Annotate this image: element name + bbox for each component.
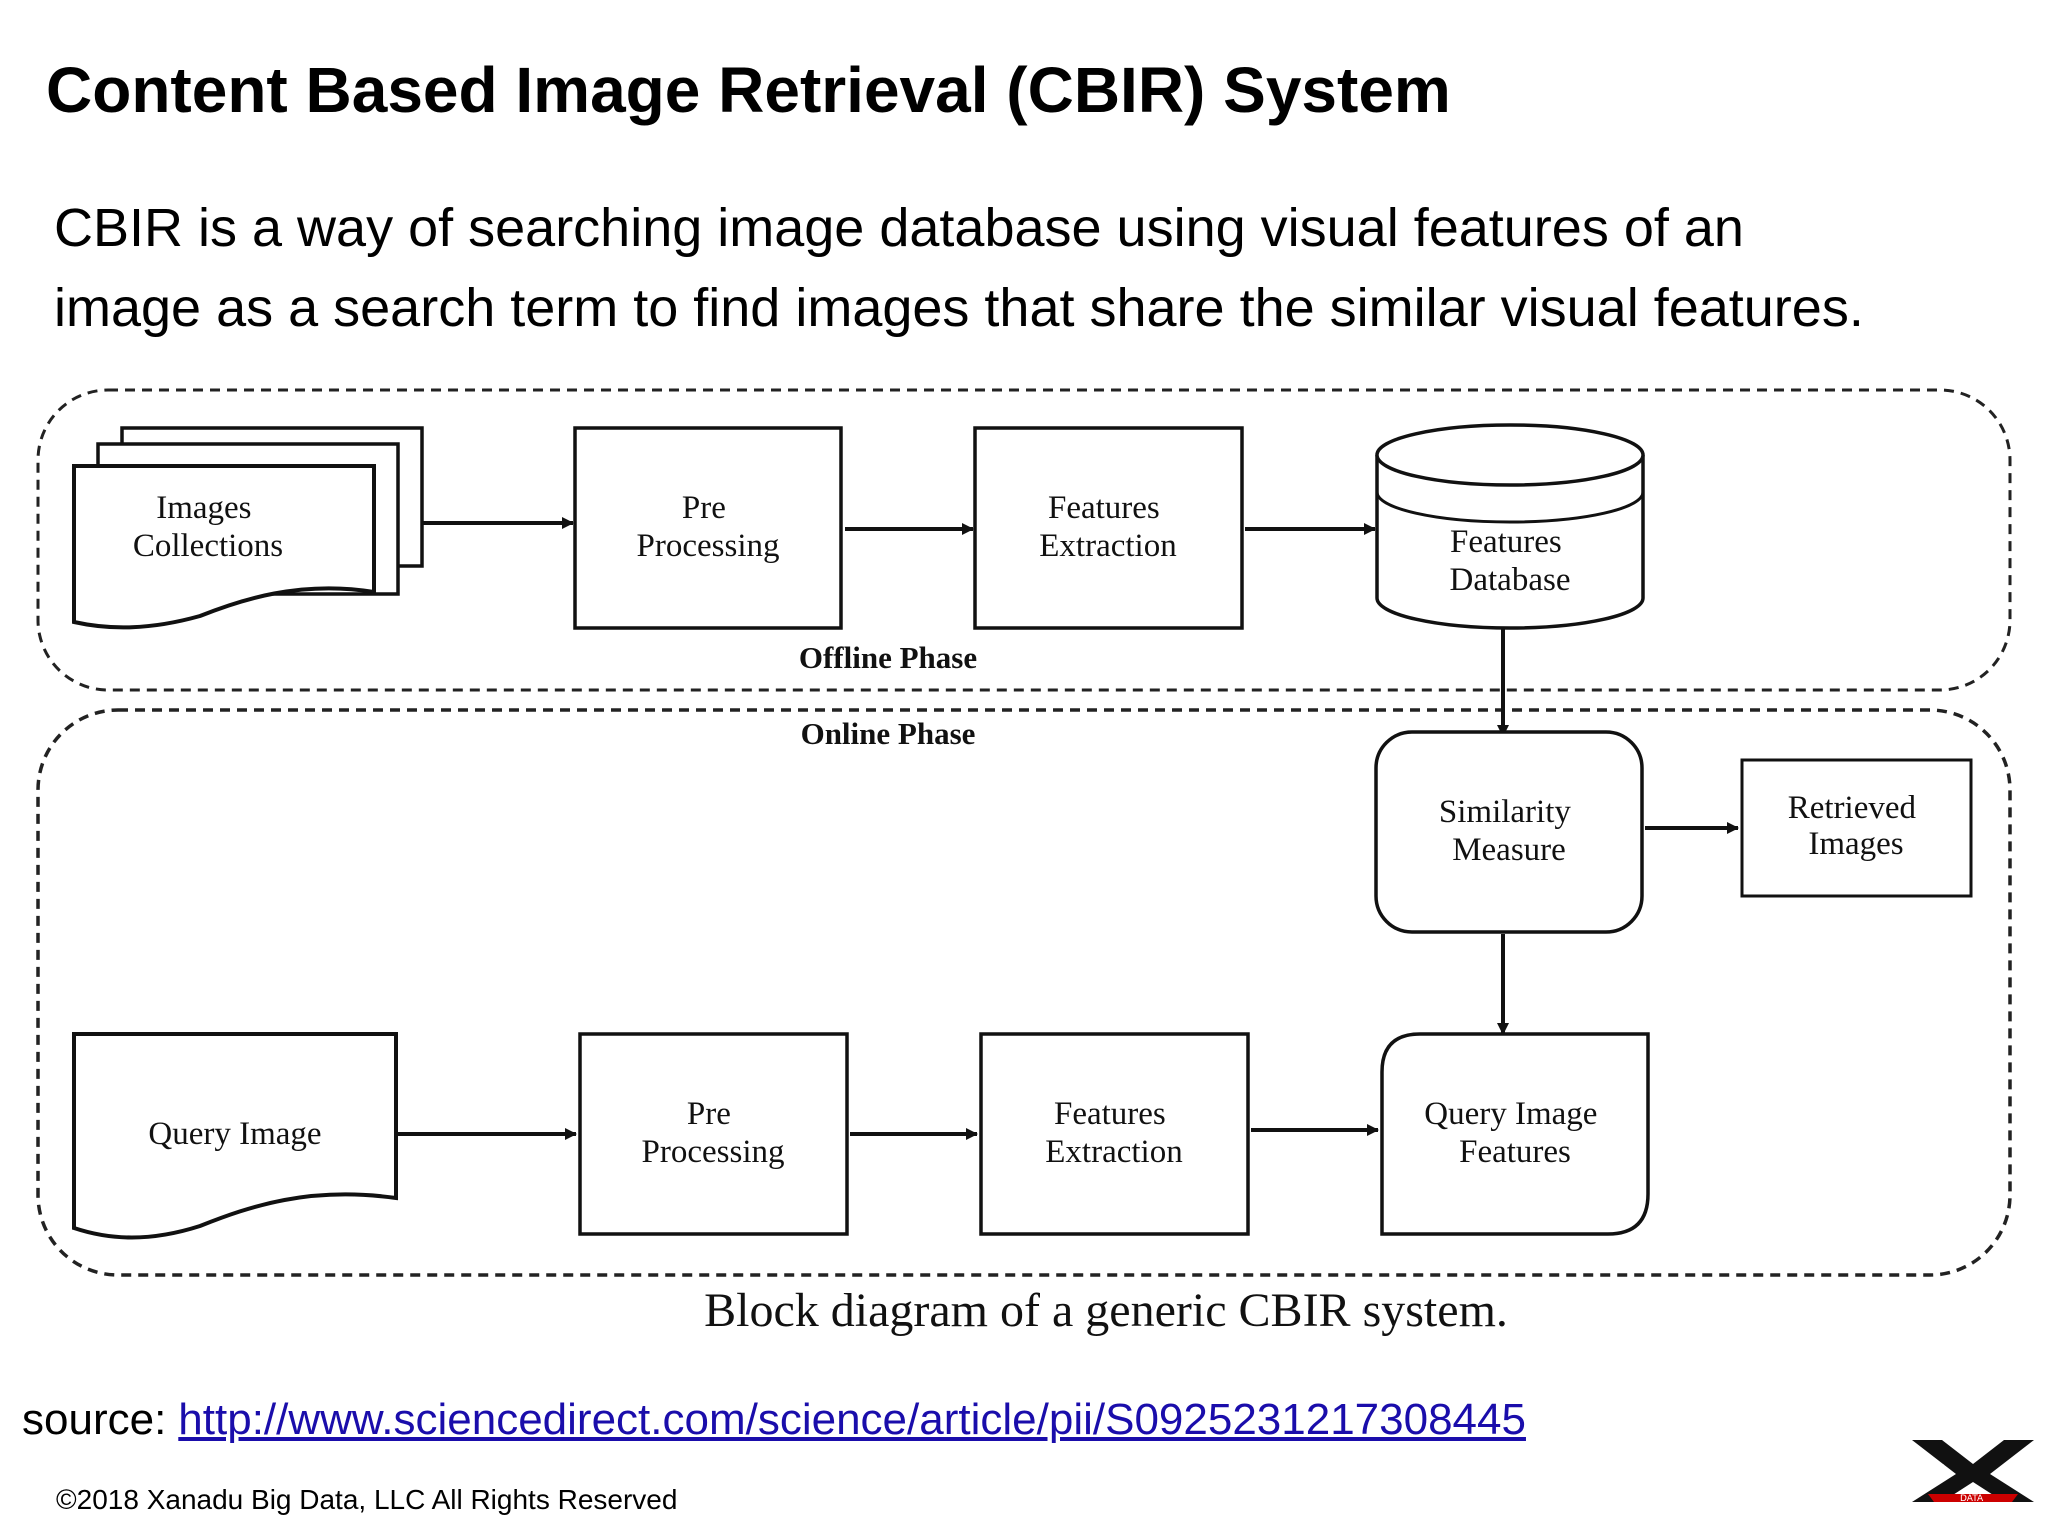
query-image-features-line-1: Query Image xyxy=(1424,1096,1597,1132)
intro-line-1: CBIR is a way of searching image databas… xyxy=(54,198,1744,258)
slide-title: Content Based Image Retrieval (CBIR) Sys… xyxy=(46,54,1451,126)
query-image-features-node: Query Image Features xyxy=(1380,1032,1650,1236)
svg-text:Pre Processing: Pre Processing xyxy=(637,490,780,564)
source-link[interactable]: http://www.sciencedirect.com/science/art… xyxy=(178,1395,1526,1444)
intro-line-2: image as a search term to find images th… xyxy=(54,278,1864,338)
retrieved-images-line-2: Images xyxy=(1808,826,1903,862)
svg-text:Features Extraction: Features Extraction xyxy=(1039,490,1176,564)
features-database-line-1: Features xyxy=(1450,524,1562,560)
retrieved-images-line-1: Retrieved xyxy=(1788,790,1917,826)
offline-phase-label: Offline Phase xyxy=(799,640,977,675)
logo-word-data: DATA xyxy=(1960,1494,1984,1504)
offline-features-extraction-line-2: Extraction xyxy=(1039,528,1176,564)
svg-text:Features Extraction: Features Extraction xyxy=(1045,1096,1182,1170)
svg-text:Images Collections: Images Collections xyxy=(133,490,283,564)
online-features-extraction-line-1: Features xyxy=(1054,1096,1166,1132)
online-pre-processing-line-2: Processing xyxy=(642,1134,785,1170)
diagram-caption: Block diagram of a generic CBIR system. xyxy=(704,1284,1508,1337)
svg-text:Features Database: Features Database xyxy=(1450,524,1571,598)
online-features-extraction-node: Features Extraction xyxy=(979,1032,1250,1236)
retrieved-images-node: Retrieved Images xyxy=(1740,758,1973,898)
images-collections-line-2: Collections xyxy=(133,528,283,564)
intro-paragraph: CBIR is a way of searching image databas… xyxy=(54,188,2014,348)
offline-phase-region xyxy=(36,388,2012,692)
svg-text:Pre Processing: Pre Processing xyxy=(642,1096,785,1170)
query-image-node: Query Image xyxy=(72,1032,398,1240)
features-database-node: Features Database xyxy=(1375,423,1645,630)
logo-letter-i: I xyxy=(1970,1448,1973,1461)
offline-pre-processing-line-2: Processing xyxy=(637,528,780,564)
source-line: source:http://www.sciencedirect.com/scie… xyxy=(22,1392,1526,1448)
similarity-measure-node: Similarity Measure xyxy=(1374,730,1644,934)
similarity-measure-line-2: Measure xyxy=(1452,832,1566,868)
features-database-line-2: Database xyxy=(1450,562,1571,598)
images-collections-node: Images Collections xyxy=(72,426,424,630)
offline-pre-processing-node: Pre Processing xyxy=(573,426,843,630)
svg-text:Query Image Features: Query Image Features xyxy=(1424,1096,1605,1170)
online-phase-region xyxy=(36,708,2012,1277)
query-image-label: Query Image xyxy=(148,1116,321,1152)
source-label: source: xyxy=(22,1395,167,1444)
svg-text:Query Image: Query Image xyxy=(148,1116,321,1152)
offline-pre-processing-line-1: Pre xyxy=(682,490,726,526)
svg-text:Retrieved Images: Retrieved Images xyxy=(1788,790,1925,862)
offline-features-extraction-node: Features Extraction xyxy=(973,426,1244,630)
logo-letter-g: G xyxy=(2001,1462,2010,1475)
similarity-measure-line-1: Similarity xyxy=(1439,794,1572,830)
xanadu-big-data-logo: B I G DATA xyxy=(1912,1440,2034,1504)
offline-features-extraction-line-1: Features xyxy=(1048,490,1160,526)
cbir-block-diagram: Images Collections Pre Processing Featur… xyxy=(36,388,2012,1337)
online-pre-processing-line-1: Pre xyxy=(687,1096,731,1132)
logo-letter-b: B xyxy=(1938,1462,1946,1475)
svg-text:Similarity Measure: Similarity Measure xyxy=(1439,794,1579,868)
online-pre-processing-node: Pre Processing xyxy=(578,1032,849,1236)
online-phase-label: Online Phase xyxy=(801,716,976,751)
images-collections-line-1: Images xyxy=(156,490,251,526)
query-image-features-line-2: Features xyxy=(1459,1134,1571,1170)
copyright-notice: ©2018 Xanadu Big Data, LLC All Rights Re… xyxy=(56,1484,678,1515)
online-features-extraction-line-2: Extraction xyxy=(1045,1134,1182,1170)
